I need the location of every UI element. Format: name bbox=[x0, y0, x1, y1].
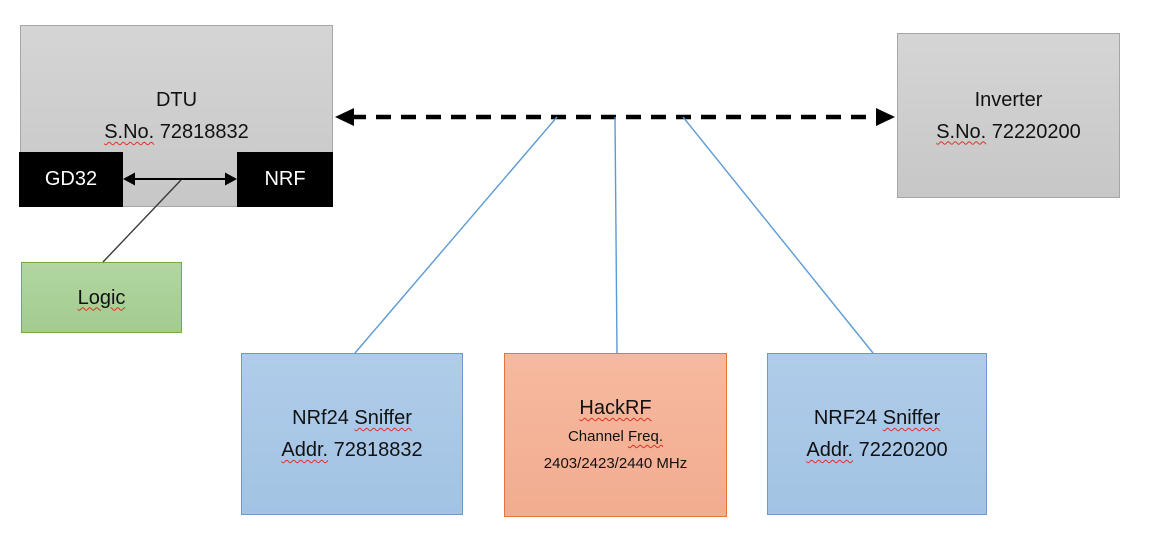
sniffer-left-box: NRf24 Sniffer Addr. 72818832 bbox=[241, 353, 463, 515]
hackrf-box: HackRF Channel Freq. 2403/2423/2440 MHz bbox=[504, 353, 727, 517]
gd32-chip-label: GD32 bbox=[44, 168, 98, 190]
sniffer-right-type: Sniffer bbox=[882, 407, 941, 429]
sniffer-left-addr: 72818832 bbox=[333, 439, 423, 461]
inverter-serial-label: S.No. bbox=[936, 120, 987, 143]
sniffer-right-addr-line: Addr. 72220200 bbox=[806, 434, 947, 466]
sniffer-right-box: NRF24 Sniffer Addr. 72220200 bbox=[767, 353, 987, 515]
logic-box: Logic bbox=[21, 262, 182, 333]
sniffer-left-addr-line: Addr. 72818832 bbox=[281, 434, 422, 466]
logic-label: Logic bbox=[77, 286, 126, 309]
hackrf-title-line: HackRF bbox=[579, 393, 651, 423]
rf-link-left-arrowhead bbox=[335, 108, 354, 126]
sniffer-right-title: NRF24 Sniffer bbox=[814, 402, 940, 434]
logic-label-line: Logic bbox=[78, 282, 126, 314]
sniffer-left-addr-label: Addr. bbox=[281, 439, 329, 461]
rf-link-dashed-arrow bbox=[335, 108, 895, 126]
inverter-serial-line: S.No. 72220200 bbox=[936, 116, 1081, 148]
sniffer-left-name: NRf24 bbox=[292, 407, 349, 429]
dtu-title: DTU bbox=[155, 89, 198, 111]
tap-line-sniffer-right bbox=[682, 116, 874, 354]
sniffer-right-addr-label: Addr. bbox=[806, 439, 854, 461]
sniffer-left-type: Sniffer bbox=[354, 407, 412, 429]
inverter-serial-number: 72220200 bbox=[991, 120, 1081, 143]
hackrf-freq-label: Freq. bbox=[628, 428, 664, 445]
nrf-chip-label: NRF bbox=[264, 168, 306, 190]
sniffer-right-name: NRF24 bbox=[813, 407, 878, 429]
hackrf-frequencies: 2403/2423/2440 MHz bbox=[543, 455, 688, 472]
dtu-serial-line: S.No. 72818832 bbox=[104, 116, 249, 148]
rf-link-right-arrowhead bbox=[876, 108, 895, 126]
sniffer-left-title: NRf24 Sniffer bbox=[292, 402, 412, 434]
nrf-chip: NRF bbox=[237, 152, 333, 207]
inverter-title: Inverter bbox=[974, 88, 1043, 111]
dtu-serial-label: S.No. bbox=[104, 121, 155, 143]
tap-line-hackrf bbox=[614, 116, 618, 354]
hackrf-title: HackRF bbox=[579, 397, 652, 419]
hackrf-channel-label: Channel bbox=[567, 428, 624, 445]
dtu-serial-number: 72818832 bbox=[159, 121, 249, 143]
tap-line-sniffer-left bbox=[354, 116, 558, 354]
inverter-box: Inverter S.No. 72220200 bbox=[897, 33, 1120, 198]
hackrf-channel-line: Channel Freq. bbox=[568, 423, 663, 450]
gd32-chip: GD32 bbox=[19, 152, 123, 207]
sniffer-right-addr: 72220200 bbox=[858, 439, 948, 461]
